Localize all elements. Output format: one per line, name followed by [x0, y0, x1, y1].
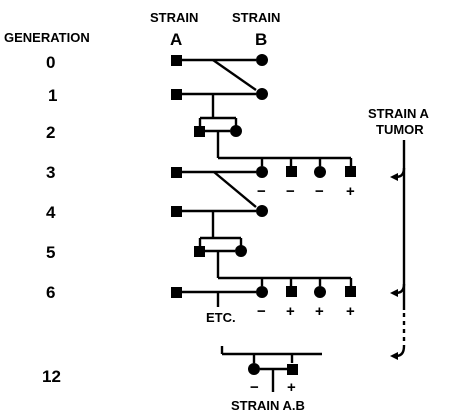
offspring-sign: −	[315, 183, 324, 200]
tumor-label-line2: TUMOR	[376, 122, 424, 137]
female-symbol	[256, 166, 268, 178]
female-symbol	[256, 54, 268, 66]
female-symbol	[256, 205, 268, 217]
strain-a-letter: A	[170, 30, 182, 49]
offspring-sign: −	[257, 183, 266, 200]
tumor-label-line1: STRAIN A	[368, 106, 430, 121]
female-symbol	[314, 166, 326, 178]
gen-label-4: 4	[46, 203, 56, 222]
male-symbol	[171, 167, 182, 178]
male-symbol	[171, 55, 182, 66]
gen-label-6: 6	[46, 283, 55, 302]
arrow-head	[390, 173, 398, 181]
offspring-sign: −	[286, 183, 295, 200]
generation-header: GENERATION	[4, 30, 90, 45]
strain-b-header: STRAIN	[232, 10, 280, 25]
gen-label-1: 1	[48, 86, 57, 105]
offspring-sign: +	[286, 303, 295, 320]
offspring-sign: +	[315, 303, 324, 320]
female-symbol	[314, 286, 326, 298]
gen-label-0: 0	[46, 53, 55, 72]
offspring-sign: +	[346, 183, 355, 200]
female-symbol	[256, 286, 268, 298]
offspring-sign: −	[257, 303, 266, 320]
male-symbol	[286, 286, 297, 297]
strain-b-letter: B	[255, 30, 267, 49]
descent-line	[212, 59, 257, 91]
offspring-sign: −	[250, 379, 259, 396]
male-symbol	[171, 89, 182, 100]
offspring-sign: +	[287, 379, 296, 396]
female-symbol	[235, 245, 247, 257]
etc-label: ETC.	[206, 310, 236, 325]
female-symbol	[256, 88, 268, 100]
arrow-head	[390, 352, 398, 360]
arrow-head	[390, 289, 398, 297]
male-symbol	[171, 206, 182, 217]
gen-label-3: 3	[46, 163, 55, 182]
gen-label-5: 5	[46, 243, 55, 262]
male-symbol	[286, 166, 297, 177]
female-symbol	[248, 363, 260, 375]
descent-line	[213, 171, 257, 208]
male-symbol	[194, 246, 205, 257]
male-symbol	[194, 126, 205, 137]
male-symbol	[345, 166, 356, 177]
male-symbol	[171, 287, 182, 298]
strain-a-header: STRAIN	[150, 10, 198, 25]
offspring-sign: +	[346, 303, 355, 320]
male-symbol	[345, 286, 356, 297]
male-symbol	[287, 364, 298, 375]
female-symbol	[230, 125, 242, 137]
strain-ab-label: STRAIN A.B	[231, 398, 305, 413]
gen-label-2: 2	[46, 123, 55, 142]
gen-label-12: 12	[42, 367, 61, 386]
